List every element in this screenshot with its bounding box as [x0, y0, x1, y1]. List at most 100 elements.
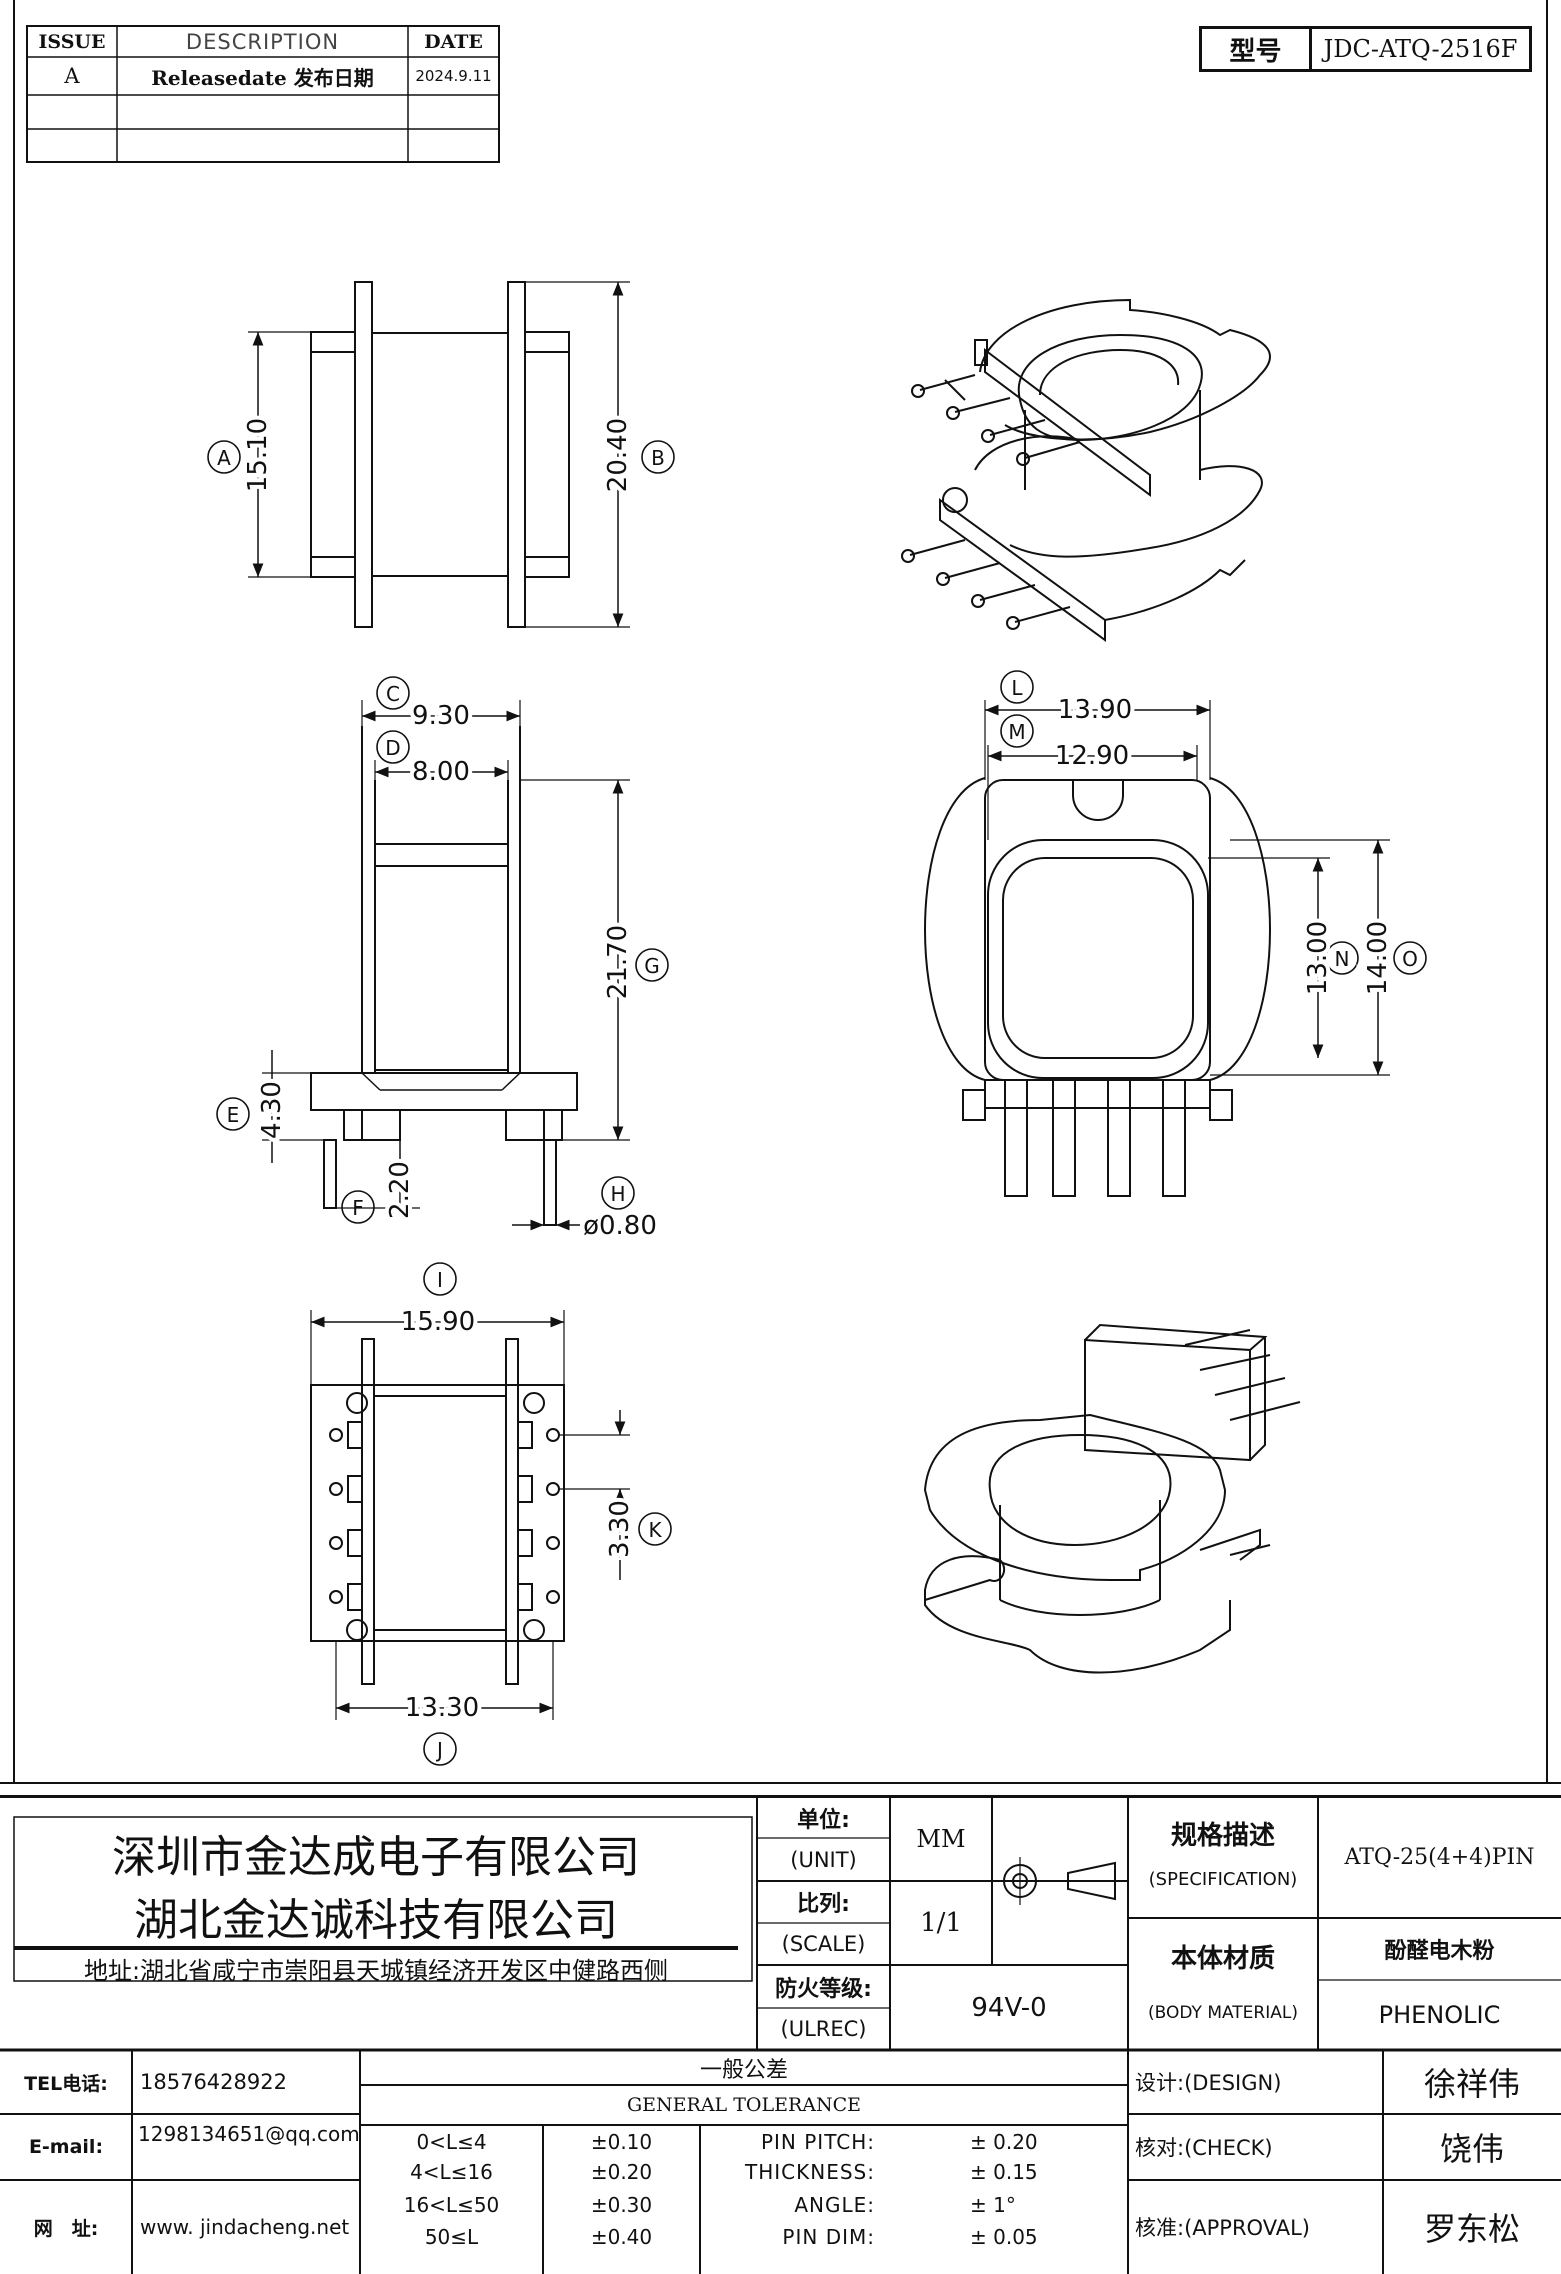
dim-j-value: 13.30 — [405, 1693, 479, 1723]
spec-label-cn: 规格描述 — [1170, 1820, 1275, 1851]
dim-l-value: 13.90 — [1058, 695, 1132, 725]
model-label: 型号 — [1229, 36, 1282, 67]
title-block-top — [0, 1795, 1561, 1798]
top-view — [924, 700, 1390, 1197]
tol-value-3: ±0.30 — [590, 2193, 653, 2217]
check-name: 饶伟 — [1439, 2130, 1504, 2168]
check-label: 核对:(CHECK) — [1135, 2136, 1273, 2160]
issue-header: ISSUE — [38, 30, 106, 53]
company-name-1: 深圳市金达成电子有限公司 — [112, 1832, 640, 1883]
material-value-en: PHENOLIC — [1378, 2001, 1501, 2029]
revision-date: 2024.9.11 — [415, 67, 492, 85]
tag-d: D — [385, 736, 400, 760]
tol-other-value-4: ± 0.05 — [970, 2225, 1038, 2249]
material-label-en: (BODY MATERIAL) — [1148, 2003, 1298, 2023]
scale-label-cn: 比列: — [797, 1892, 850, 1917]
frame-left — [13, 0, 15, 1782]
tol-other-label-3: ANGLE: — [794, 2193, 875, 2217]
tol-range-3: 16<L≤50 — [403, 2193, 500, 2217]
tol-other-label-2: THICKNESS: — [745, 2160, 875, 2184]
frame-divider — [0, 1782, 1561, 1784]
bottom-view — [310, 1310, 630, 1720]
revision-table-grid — [26, 25, 500, 163]
tolerance-title-en: GENERAL TOLERANCE — [626, 2094, 862, 2116]
design-label: 设计:(DESIGN) — [1135, 2071, 1282, 2095]
ulrec-label-en: (ULREC) — [780, 2017, 867, 2041]
unit-label-cn: 单位: — [797, 1807, 850, 1833]
tag-m: M — [1008, 720, 1025, 744]
isometric-view-top — [901, 298, 1271, 642]
tol-other-value-3: ± 1° — [970, 2193, 1016, 2217]
tol-other-value-2: ± 0.15 — [970, 2160, 1038, 2184]
email-label: E-mail: — [28, 2136, 104, 2158]
tag-b: B — [651, 446, 665, 470]
revision-issue: A — [64, 64, 80, 88]
tol-range-1: 0<L≤4 — [416, 2130, 487, 2154]
dimension-annotations: A B C D G E F H I J K L M N O 15.10 20.4… — [207, 417, 1427, 1766]
spec-label-en: (SPECIFICATION) — [1148, 1868, 1298, 1890]
side-view — [248, 281, 630, 628]
tol-value-4: ±0.40 — [590, 2225, 653, 2249]
model-value: JDC-ATQ-2516F — [1323, 35, 1518, 63]
model-box-divider — [1309, 26, 1312, 72]
ulrec-label-cn: 防火等级: — [775, 1976, 872, 2002]
tol-range-4: 50≤L — [424, 2225, 479, 2249]
title-block-grid — [0, 1795, 1561, 2274]
dim-b-value: 20.40 — [603, 418, 633, 492]
tol-other-label-1: PIN PITCH: — [760, 2130, 875, 2154]
dim-k-value: 3.30 — [605, 1500, 635, 1558]
dim-f-value: 2.20 — [385, 1161, 415, 1219]
material-value-cn: 酚醛电木粉 — [1384, 1939, 1495, 1964]
tag-o: O — [1402, 947, 1418, 971]
dim-o-value: 14.00 — [1363, 921, 1393, 995]
tag-f: F — [352, 1196, 364, 1220]
model-box — [1199, 26, 1532, 72]
dim-n-value: 13.00 — [1303, 921, 1333, 995]
dim-m-value: 12.90 — [1055, 741, 1129, 771]
scale-label-en: (SCALE) — [781, 1932, 866, 1956]
approval-name: 罗东松 — [1423, 2210, 1520, 2248]
dim-c-value: 9.30 — [412, 701, 470, 731]
dim-d-value: 8.00 — [412, 757, 470, 787]
web-value: www. jindacheng.net — [140, 2215, 350, 2239]
tag-a: A — [217, 446, 231, 470]
dim-e-value: 4.30 — [257, 1081, 287, 1139]
dim-i-value: 15.90 — [401, 1307, 475, 1337]
tag-i: I — [437, 1268, 443, 1292]
tol-other-value-1: ± 0.20 — [970, 2130, 1038, 2154]
web-label: 网 址: — [33, 2217, 99, 2240]
date-header: DATE — [424, 30, 483, 53]
company-name-2: 湖北金达诚科技有限公司 — [134, 1895, 618, 1946]
unit-label-en: (UNIT) — [790, 1847, 857, 1872]
dim-h-value: ø0.80 — [583, 1211, 657, 1241]
company-address: 地址:湖北省咸宁市崇阳县天城镇经济开发区中健路西侧 — [83, 1956, 669, 1985]
ulrec-value: 94V-0 — [971, 1992, 1047, 2023]
design-name: 徐祥伟 — [1423, 2065, 1520, 2103]
tag-n: N — [1335, 947, 1350, 971]
technical-drawing — [248, 281, 1390, 1720]
tag-g: G — [644, 954, 660, 978]
tol-other-label-4: PIN DIM: — [782, 2225, 875, 2249]
dim-g-value: 21.70 — [603, 925, 633, 999]
tel-label: TEL电话: — [24, 2072, 108, 2095]
approval-label: 核准:(APPROVAL) — [1135, 2216, 1310, 2240]
front-view — [262, 700, 630, 1231]
tag-h: H — [610, 1182, 625, 1206]
revision-description: Releasedate 发布日期 — [151, 65, 374, 90]
email-value: 1298134651@qq.com — [138, 2122, 360, 2146]
dim-a-value: 15.10 — [243, 418, 273, 492]
tag-e: E — [227, 1103, 240, 1127]
spec-value: ATQ-25(4+4)PIN — [1344, 1845, 1535, 1870]
tel-value: 18576428922 — [140, 2070, 287, 2094]
tol-range-2: 4<L≤16 — [410, 2160, 493, 2184]
unit-value: MM — [916, 1825, 966, 1853]
description-header: DESCRIPTION — [185, 29, 340, 54]
isometric-view-bottom — [923, 1323, 1301, 1674]
tag-c: C — [386, 682, 400, 706]
frame-right — [1546, 0, 1548, 1782]
tag-j: J — [435, 1738, 443, 1762]
tolerance-title-cn: 一般公差 — [699, 2057, 788, 2083]
tol-value-2: ±0.20 — [590, 2160, 653, 2184]
tag-l: L — [1011, 676, 1023, 700]
